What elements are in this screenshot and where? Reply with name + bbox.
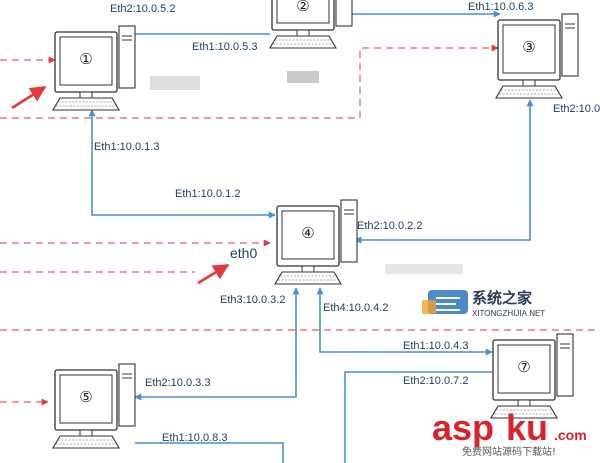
watermark-sub-text: 免费网站源码下载站! [462, 445, 556, 458]
label-c4-eth1: Eth1:10.0.1.2 [175, 188, 240, 200]
label-c3-eth2: Eth2:10.0 [553, 103, 600, 115]
blurred-area [150, 76, 200, 90]
computer-4: ④ [274, 199, 358, 285]
label-c1-eth2: Eth2:10.0.5.2 [110, 3, 175, 15]
network-links [88, 10, 534, 463]
label-c1-eth1: Eth1:10.0.1.3 [94, 141, 159, 153]
computer-icon [52, 25, 136, 111]
link-c4-c5 [134, 287, 300, 401]
computer-icon [274, 199, 358, 285]
computer-number: ⑦ [517, 358, 530, 376]
computer-icon [269, 0, 353, 49]
link-c3-c4 [354, 99, 534, 244]
computer-number: ③ [522, 38, 535, 56]
link-c7-down [344, 371, 492, 463]
watermark-aspku: asp ku .com 免费网站源码下载站! [432, 407, 587, 458]
label-c4-eth4: Eth4:10.0.4.2 [323, 302, 388, 314]
label-c5-eth2: Eth2:10.0.3.3 [145, 377, 210, 389]
label-c7-eth2: Eth2:10.0.7.2 [403, 375, 468, 387]
link-c5-down [135, 442, 284, 463]
watermark-com-text: .com [554, 427, 587, 443]
watermark-xitongzhijia: 系统之家 XITONGZHIJIA.NET [422, 289, 545, 318]
computer-5: ⑤ [52, 363, 136, 449]
label-c5-eth1: Eth1:10.0.8.3 [162, 432, 227, 444]
computer-number: ② [296, 0, 309, 15]
watermark-en-text: XITONGZHIJIA.NET [472, 309, 545, 318]
watermark-cn-text: 系统之家 [472, 289, 532, 307]
link-c4-c7 [316, 287, 493, 356]
red-pointer-arrow-eth0 [197, 263, 230, 285]
label-c7-eth1: Eth1:10.0.4.3 [403, 340, 468, 352]
computer-2: ② [269, 0, 353, 49]
computer-number: ④ [301, 224, 314, 242]
blurred-area [287, 71, 319, 83]
computer-icon [52, 363, 136, 449]
blurred-area [385, 264, 463, 274]
computer-icon [495, 13, 579, 99]
label-c4-eth2: Eth2:10.0.2.2 [357, 220, 422, 232]
red-pointer-arrow-c1 [11, 85, 47, 110]
computer-number: ⑤ [79, 388, 92, 406]
xitongzhijia-logo-icon [422, 290, 468, 314]
label-c2-eth1: Eth1:10.0.5.3 [192, 41, 257, 53]
watermark-asp-text: asp [432, 407, 494, 448]
label-c3-eth1: Eth1:10.0.6.3 [468, 1, 533, 13]
computer-1: ① [52, 25, 136, 111]
computer-7: ⑦ [490, 333, 574, 419]
computer-number: ① [79, 50, 92, 68]
label-c4-eth3: Eth3:10.0.3.2 [220, 294, 285, 306]
computer-icon [490, 333, 574, 419]
link-c1-c4 [88, 109, 276, 219]
label-c4-eth0: eth0 [230, 245, 257, 261]
watermark-ku-text: ku [506, 407, 548, 448]
computer-3: ③ [495, 13, 579, 99]
